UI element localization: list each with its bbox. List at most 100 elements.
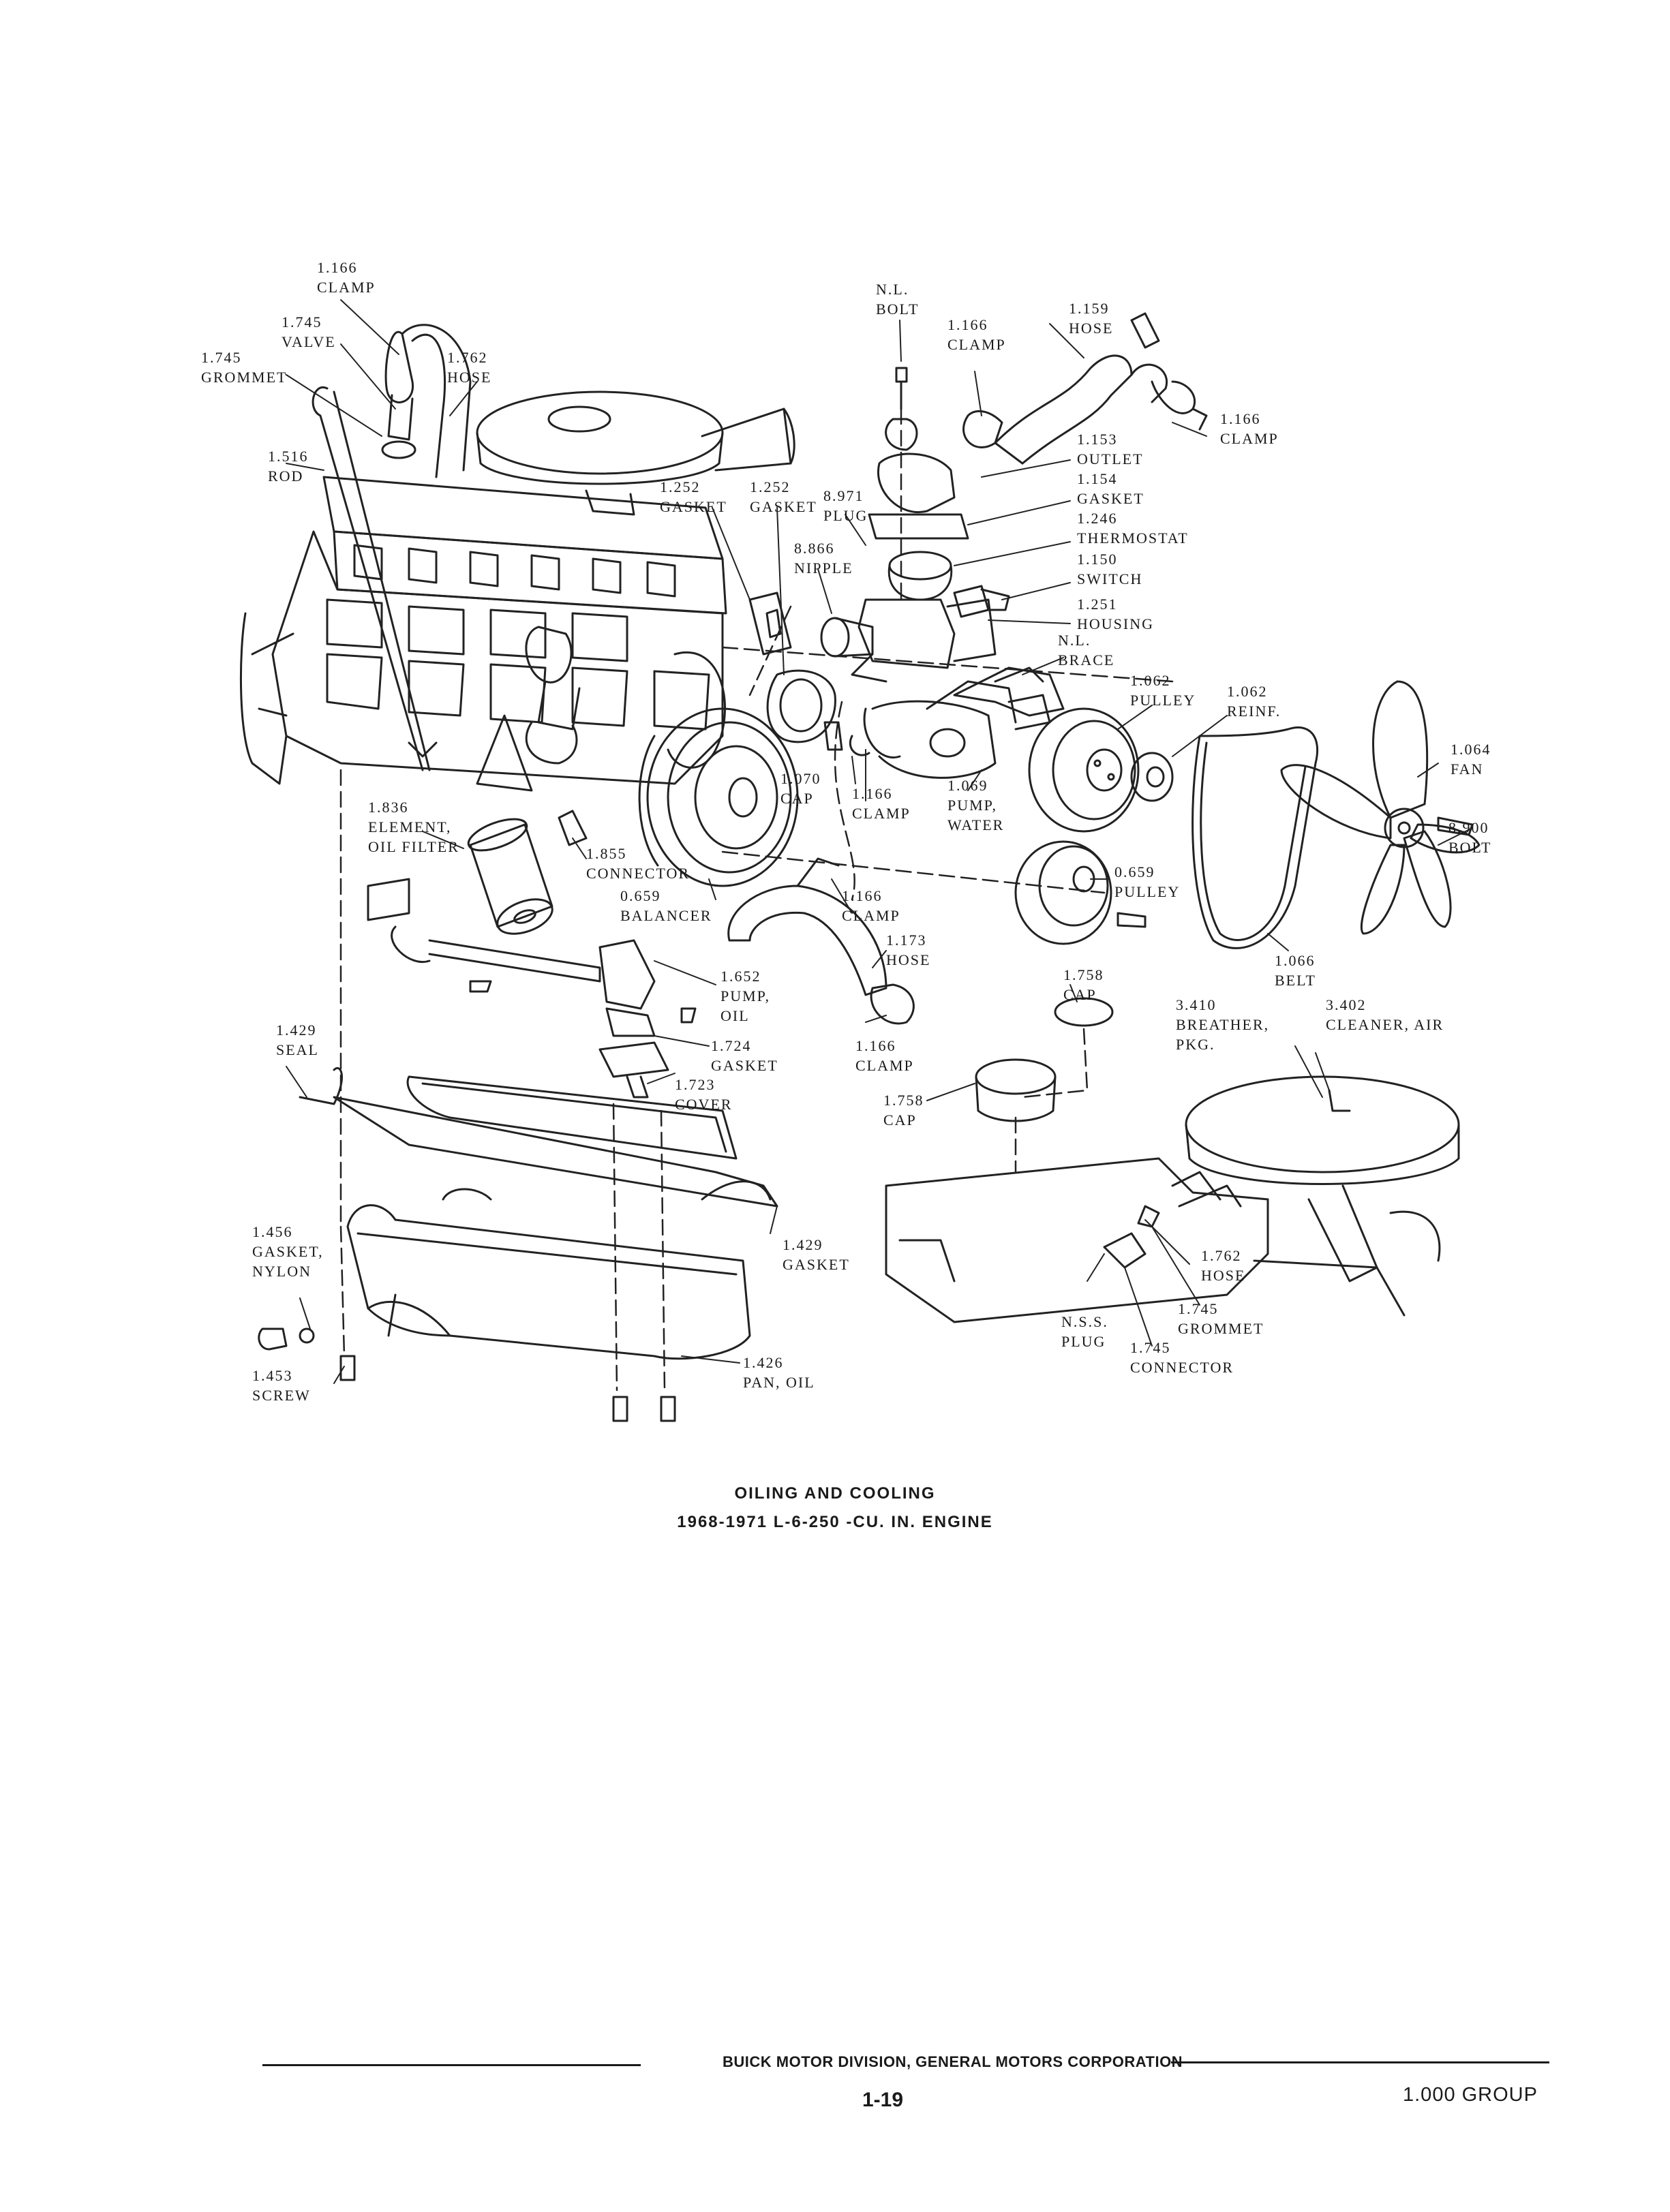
air-cleaner-top <box>476 390 795 516</box>
nipple-plug <box>820 617 874 658</box>
label-line: 1.758 <box>1063 966 1104 983</box>
label-line: 8.971 <box>823 487 864 504</box>
figure-caption-title: OILING AND COOLING <box>734 1484 936 1503</box>
label-line: 1.246 <box>1077 510 1118 527</box>
label-line: 1.166 <box>842 887 883 904</box>
thermostat-housing <box>851 367 997 683</box>
leader-lines <box>286 299 1473 1384</box>
label-line: 1.758 <box>883 1092 924 1109</box>
label-line: 1.724 <box>711 1037 752 1054</box>
label-line: BOLT <box>1448 839 1492 856</box>
label-line: GASKET <box>783 1256 850 1273</box>
label-line: SWITCH <box>1077 570 1143 587</box>
footer-rule-left <box>262 2064 641 2066</box>
label-line: SEAL <box>276 1041 319 1058</box>
label-line: 1.064 <box>1451 741 1491 758</box>
gasket-plates <box>748 592 836 743</box>
label-line: NYLON <box>252 1263 312 1280</box>
label-line: 3.402 <box>1326 996 1367 1013</box>
label-line: 1.166 <box>855 1037 896 1054</box>
label-line: HOSE <box>1069 320 1114 337</box>
label-line: 1.173 <box>886 932 927 949</box>
label-line: 1.652 <box>720 968 761 985</box>
label-line: HOSE <box>1201 1267 1246 1284</box>
label-line: CAP <box>780 790 814 807</box>
label-line: CLEANER, AIR <box>1326 1016 1444 1033</box>
label-line: PLUG <box>823 507 868 524</box>
label-line: BALANCER <box>620 907 712 924</box>
pcv-assembly <box>381 324 472 478</box>
label-line: 1.516 <box>268 448 309 465</box>
label-line: REINF. <box>1227 703 1281 720</box>
fan-belt <box>1191 726 1319 949</box>
label-line: 1.166 <box>852 785 893 802</box>
label-line: 1.456 <box>252 1223 293 1240</box>
pan-fasteners <box>258 1327 676 1422</box>
label-line: GROMMET <box>201 369 288 386</box>
label-line: 1.154 <box>1077 470 1118 487</box>
page-number: 1-19 <box>862 2089 904 2111</box>
label-line: PKG. <box>1176 1036 1215 1053</box>
label-line: GASKET <box>750 498 817 515</box>
label-line: N.L. <box>1058 632 1091 649</box>
label-line: 1.166 <box>1220 410 1261 427</box>
label-line: PULLEY <box>1114 883 1181 900</box>
label-line: FAN <box>1451 761 1484 778</box>
water-pump <box>823 666 1051 779</box>
label-nl-bolt: N.L.BOLT <box>876 279 919 319</box>
label-line: PAN, OIL <box>743 1374 815 1391</box>
rear-seal <box>299 1067 344 1105</box>
label-line: GROMMET <box>1178 1320 1264 1337</box>
label-line: 1.159 <box>1069 300 1110 317</box>
fan-pulley <box>1028 707 1174 833</box>
label-line: GASKET <box>660 498 727 515</box>
label-line: N.L. <box>876 281 909 298</box>
oil-filter <box>467 810 588 935</box>
oil-pan <box>346 1188 751 1360</box>
label-line: 3.410 <box>1176 996 1217 1013</box>
label-line: PULLEY <box>1130 692 1196 709</box>
label-line: ROD <box>268 467 304 485</box>
label-nl-brace: N.L.BRACE <box>1058 630 1114 670</box>
label-line: 1.252 <box>660 478 701 495</box>
label-line: 1.150 <box>1077 551 1118 568</box>
footer-division: BUICK MOTOR DIVISION, GENERAL MOTORS COR… <box>723 2053 1183 2070</box>
label-line: 0.659 <box>1114 863 1155 880</box>
footer-rule-right <box>1171 2061 1549 2063</box>
label-line: SCREW <box>252 1387 311 1404</box>
label-line: 1.836 <box>368 799 409 816</box>
label-line: 1.153 <box>1077 431 1118 448</box>
